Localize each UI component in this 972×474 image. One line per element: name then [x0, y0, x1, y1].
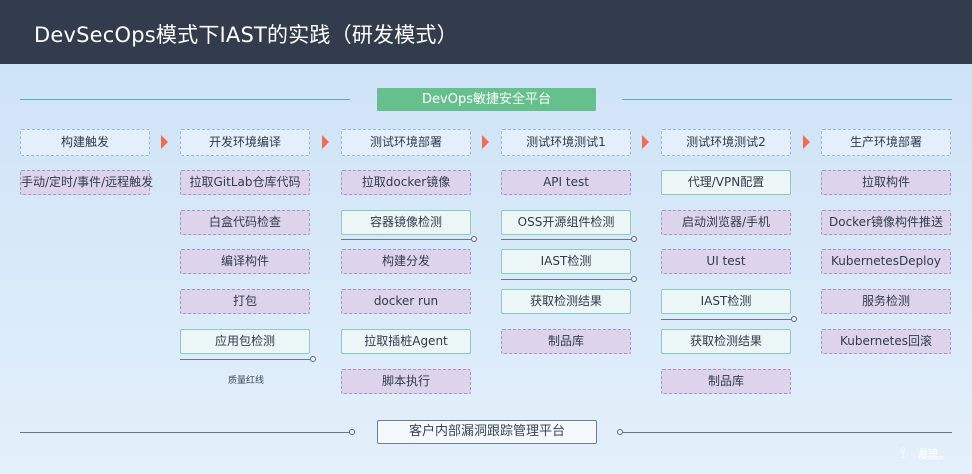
vuln-tracking-platform-box: 客户内部漏洞跟踪管理平台 — [377, 420, 597, 444]
pipeline-step: 脚本执行 — [341, 369, 471, 394]
xmirror-logo-icon: ⟟ — [900, 443, 906, 462]
stage-header: 测试环境测试1 — [501, 129, 631, 156]
pipeline-step: 应用包检测 — [180, 329, 310, 354]
pipeline-step: 制品库 — [661, 369, 791, 394]
pipeline-step: 拉取docker镜像 — [341, 170, 471, 195]
pipeline-step: KubernetesDeploy — [821, 249, 951, 274]
quality-gate-dot — [310, 356, 316, 362]
devops-platform-banner: DevOps敏捷安全平台 — [377, 88, 596, 111]
quality-gate-dot — [471, 236, 477, 242]
stage-header: 开发环境编译 — [180, 129, 310, 156]
pipeline-step: 容器镜像检测 — [341, 210, 471, 235]
diagram-canvas — [0, 64, 972, 474]
bottom-platform-line-right — [622, 432, 952, 433]
pipeline-step: docker run — [341, 289, 471, 314]
pipeline-step: Docker镜像构件推送 — [821, 210, 951, 235]
quality-gate-line — [180, 359, 310, 360]
xmirror-logo: ⟟ 悬镜 XMIRROR — [900, 443, 954, 465]
stage-arrow — [482, 135, 489, 149]
stage-arrow — [642, 135, 649, 149]
stage-header: 构建触发 — [20, 129, 150, 156]
pipeline-step: 制品库 — [501, 329, 631, 354]
top-platform-line-left — [20, 99, 350, 100]
pipeline-step: 获取检测结果 — [501, 289, 631, 314]
quality-gate-line — [501, 279, 631, 280]
pipeline-step: OSS开源组件检测 — [501, 210, 631, 235]
quality-gate-line — [501, 239, 631, 240]
bottom-platform-line-left — [20, 432, 352, 433]
quality-gate-dot — [631, 236, 637, 242]
quality-gate-line — [341, 239, 471, 240]
quality-gate-dot — [791, 316, 797, 322]
bottom-line-left-dot — [349, 429, 355, 435]
pipeline-step: 白盒代码检查 — [180, 210, 310, 235]
stage-arrow — [161, 135, 168, 149]
header-bar: DevSecOps模式下IAST的实践（研发模式） — [0, 0, 972, 64]
stage-header: 测试环境部署 — [341, 129, 471, 156]
pipeline-step: Kubernetes回滚 — [821, 329, 951, 354]
pipeline-step: 获取检测结果 — [661, 329, 791, 354]
top-platform-line-right — [622, 99, 952, 100]
logo-subtext: XMIRROR — [918, 456, 944, 462]
pipeline-step: 代理/VPN配置 — [661, 170, 791, 195]
stage-header: 测试环境测试2 — [661, 129, 791, 156]
stage-arrow — [322, 135, 329, 149]
pipeline-step: 构建分发 — [341, 249, 471, 274]
pipeline-step: 拉取构件 — [821, 170, 951, 195]
pipeline-step: 拉取插桩Agent — [341, 329, 471, 354]
pipeline-step: API test — [501, 170, 631, 195]
pipeline-step: 拉取GitLab仓库代码 — [180, 170, 310, 195]
pipeline-step: UI test — [661, 249, 791, 274]
pipeline-step: IAST检测 — [501, 249, 631, 274]
pipeline-step: 打包 — [180, 289, 310, 314]
logo-text: 悬镜 — [918, 449, 938, 460]
pipeline-step: 编译构件 — [180, 249, 310, 274]
stage-arrow — [803, 135, 810, 149]
pipeline-step: IAST检测 — [661, 289, 791, 314]
page-title: DevSecOps模式下IAST的实践（研发模式） — [34, 23, 458, 47]
quality-gate-dot — [631, 276, 637, 282]
quality-gate-line — [661, 319, 791, 320]
pipeline-step: 手动/定时/事件/远程触发 — [20, 170, 153, 195]
quality-gate-caption: 质量红线 — [228, 376, 265, 386]
stage-header: 生产环境部署 — [821, 129, 951, 156]
pipeline-step: 服务检测 — [821, 289, 951, 314]
pipeline-step: 启动浏览器/手机 — [661, 210, 791, 235]
